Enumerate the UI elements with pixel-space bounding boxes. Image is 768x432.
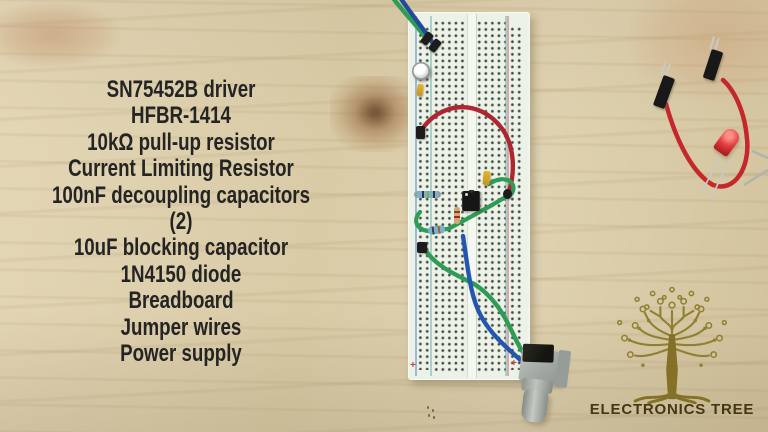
component-list-line: Jumper wires: [120, 313, 242, 341]
plus-mark-left: +: [410, 360, 416, 371]
led-leg-left: [701, 151, 723, 193]
component-list: SN75452B driver HFBR-1414 10kΩ pull-up r…: [40, 76, 322, 368]
wood-knot-top-left: [0, 2, 121, 68]
red-wire-arc: [418, 104, 516, 197]
component-list-line: 10kΩ pull-up resistor: [87, 128, 275, 156]
logo-node-dots: [616, 286, 728, 359]
led-leg-right: [710, 156, 731, 200]
hfbr-fiber-port: [520, 388, 550, 424]
logo-filled-dots: [627, 318, 717, 367]
power-rail-left: [417, 26, 431, 370]
blocking-capacitor-10uF: [412, 62, 430, 80]
hfbr-leads: [522, 343, 555, 363]
component-list-line: SN75452B driver: [106, 76, 256, 103]
wire-end-pin: [416, 126, 425, 139]
decoupling-capacitor-2: [482, 170, 491, 186]
electronics-tree-logo: [616, 286, 728, 404]
pencil-marks: [427, 406, 439, 420]
component-list-line: Power supply: [120, 340, 242, 368]
stray-pin-upper: [751, 149, 768, 160]
plus-mark-right: +: [511, 358, 517, 369]
power-rail-right: [509, 26, 523, 370]
ic-sn75452b: [462, 190, 480, 211]
brand-text: ELECTRONICS TREE: [589, 401, 755, 418]
wire-end-pin: [417, 242, 427, 253]
wood-knot-center: [330, 76, 408, 152]
red-jumper-wire: [663, 77, 750, 189]
logo-trunk: [666, 334, 678, 400]
component-list-line: 100nF decoupling capacitors (2): [52, 181, 310, 236]
hfbr-1414-module: [511, 341, 574, 427]
blue-wire-long: [460, 233, 538, 376]
component-list-line: 1N4150 diode: [120, 260, 242, 288]
component-list-line: Breadboard: [128, 287, 234, 315]
component-list-line: HFBR-1414: [131, 102, 231, 130]
wood-knot-top-right: [630, 0, 768, 103]
logo-roots: [633, 392, 711, 404]
component-list-line: 10uF blocking capacitor: [73, 234, 289, 262]
pullup-resistor: [414, 191, 441, 198]
diode-1n4150: [454, 207, 460, 224]
stray-pin-lower: [743, 168, 768, 187]
red-wire-end-bend: [503, 189, 512, 199]
blue-wire-top: [399, 0, 437, 48]
component-list-line: Current Limiting Resistor: [68, 155, 294, 183]
